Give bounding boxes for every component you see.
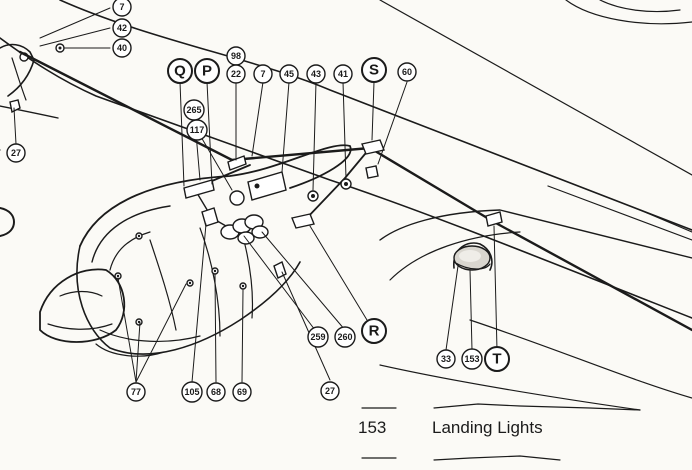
junction-box-s [361,139,385,155]
callout-265: 265 [183,99,205,121]
svg-text:69: 69 [237,387,247,397]
svg-text:27: 27 [325,386,335,396]
svg-text:60: 60 [402,67,412,77]
svg-text:T: T [492,351,501,368]
clamp-98-22 [227,155,247,171]
svg-text:7: 7 [260,69,265,79]
svg-text:43: 43 [311,69,321,79]
letter-q: Q [167,58,193,84]
engine-nacelle [39,144,352,357]
callout-260: 260 [334,326,356,348]
callout-68: 68 [206,382,226,402]
callout-105: 105 [181,381,203,403]
svg-text:7: 7 [119,2,124,12]
leader-lines [13,7,498,383]
svg-text:22: 22 [231,69,241,79]
junction-box-45 [247,171,287,201]
connector-cluster [220,214,269,245]
svg-text:265: 265 [186,105,201,115]
landing-light-153 [453,242,493,271]
wing-outline [0,0,692,411]
svg-text:P: P [202,63,212,80]
callout-60: 60 [397,62,417,82]
legend-number-153: 153 [358,418,386,437]
svg-text:42: 42 [117,23,127,33]
junction-box-r [291,213,315,229]
svg-text:259: 259 [310,332,325,342]
svg-text:40: 40 [117,43,127,53]
callout-69: 69 [232,382,252,402]
callout-153: 153 [461,348,483,370]
svg-text:41: 41 [338,69,348,79]
relay-105 [201,207,219,227]
svg-text:R: R [369,323,380,340]
svg-text:77: 77 [131,387,141,397]
connector-27-left [9,99,21,114]
svg-text:27: 27 [11,148,21,158]
legend: 153 Landing Lights [358,403,641,461]
letter-callouts: Q P S R T [0,57,510,372]
letter-callout-partial-left [0,207,15,237]
callout-117: 117 [186,119,208,141]
junction-box-q [183,179,215,199]
legend-label-landing-lights: Landing Lights [432,418,543,437]
fuselage-nose-section [0,43,65,119]
plug-60 [365,165,379,179]
fitting-117 [229,190,245,206]
callout-98: 98 [226,46,246,66]
letter-s: S [361,57,387,83]
svg-text:33: 33 [441,354,451,364]
svg-text:45: 45 [284,69,294,79]
svg-text:117: 117 [190,125,205,135]
svg-text:S: S [369,62,379,79]
svg-text:Q: Q [174,63,186,80]
callout-40: 40 [112,38,132,58]
junction-box-t [485,211,503,227]
callout-259: 259 [307,326,329,348]
callout-27-bottom: 27 [320,381,340,401]
svg-text:98: 98 [231,51,241,61]
callout-22: 22 [226,64,246,84]
svg-text:260: 260 [337,332,352,342]
components [183,139,503,279]
callout-45: 45 [279,64,299,84]
terminal-27-bottom [273,261,287,279]
callout-7-mid: 7 [253,64,273,84]
svg-text:153: 153 [464,354,479,364]
numeric-callouts: 7 42 40 27 98 22 7 45 43 41 60 265 117 2… [6,0,483,403]
callout-7-top: 7 [112,0,132,17]
letter-t: T [484,346,510,372]
callout-27-left: 27 [6,143,26,163]
letter-p: P [194,58,220,84]
callout-33: 33 [436,349,456,369]
svg-text:105: 105 [184,387,199,397]
letter-r: R [361,318,387,344]
callout-41: 41 [333,64,353,84]
callout-43: 43 [306,64,326,84]
callout-77: 77 [126,382,146,402]
callout-42: 42 [112,18,132,38]
svg-text:68: 68 [211,387,221,397]
